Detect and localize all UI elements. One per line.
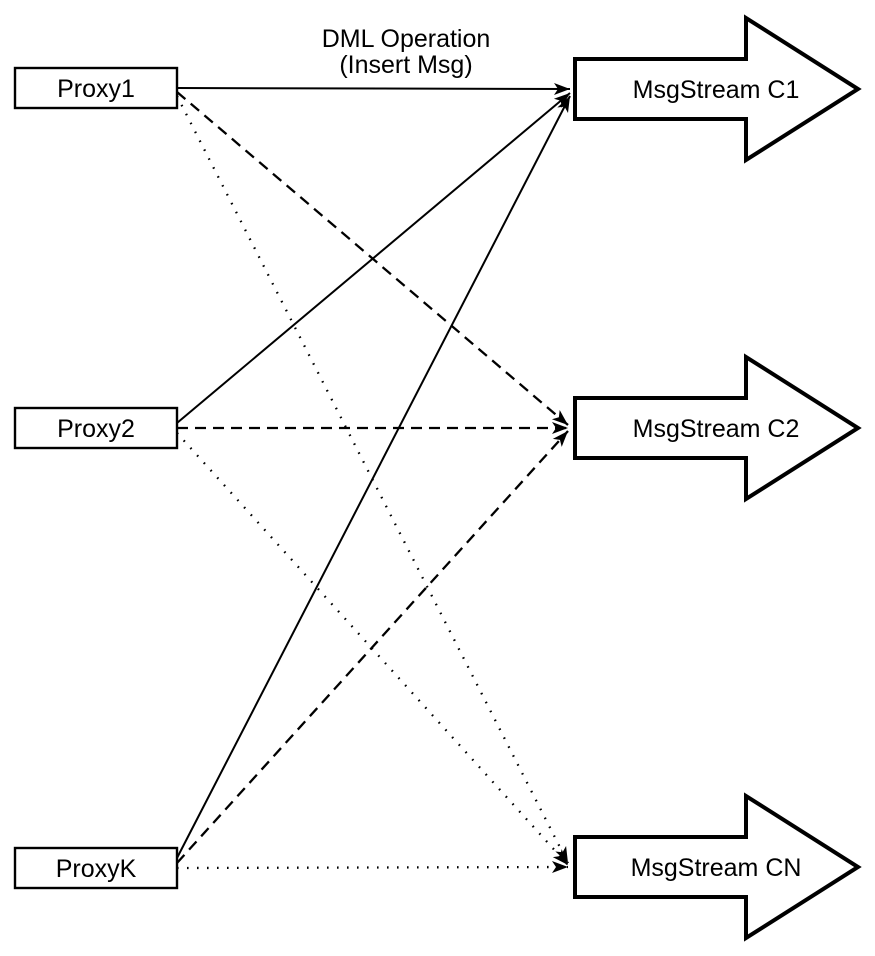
msgstream-c1-arrow-shape: [573, 14, 862, 164]
node-proxyk: ProxyK: [13, 846, 179, 890]
edge-proxyk-msgstream-c1: [176, 95, 571, 859]
proxyk-box: [13, 846, 179, 890]
msgstream-cn-arrow-shape: [573, 792, 862, 942]
edge-label-dml-operation: DML Operation (Insert Msg): [322, 25, 491, 79]
msgstream-cn-label: MsgStream CN: [631, 854, 802, 882]
node-proxy1: Proxy1: [13, 66, 179, 110]
node-msgstream-cn: MsgStream CN: [573, 792, 862, 942]
edge-proxy2-msgstream-cn: [176, 432, 569, 866]
node-msgstream-c2: MsgStream C2: [573, 353, 862, 503]
node-msgstream-c1: MsgStream C1: [573, 14, 862, 164]
edge-proxyk-msgstream-c2: [176, 430, 569, 864]
edge-proxy1-msgstream-c1: [176, 82, 571, 95]
node-proxy2: Proxy2: [13, 406, 179, 450]
edge-proxy1-msgstream-c2: [176, 91, 569, 426]
proxy2-box: [13, 406, 179, 450]
msgstream-c2-label: MsgStream C2: [633, 415, 800, 443]
proxy1-label: Proxy1: [57, 75, 135, 103]
proxyk-label: ProxyK: [56, 855, 137, 883]
edge-label-line2: (Insert Msg): [339, 51, 472, 79]
msgstream-c2-arrow-shape: [573, 353, 862, 503]
edge-proxy1-msgstream-cn: [175, 95, 570, 864]
proxy1-box: [13, 66, 179, 110]
edge-proxyk-msgstream-cn: [176, 861, 569, 874]
edges-group: [175, 82, 571, 874]
msgstream-c1-label: MsgStream C1: [633, 76, 800, 104]
edge-label-line1: DML Operation: [322, 25, 491, 53]
proxy2-label: Proxy2: [57, 415, 135, 443]
